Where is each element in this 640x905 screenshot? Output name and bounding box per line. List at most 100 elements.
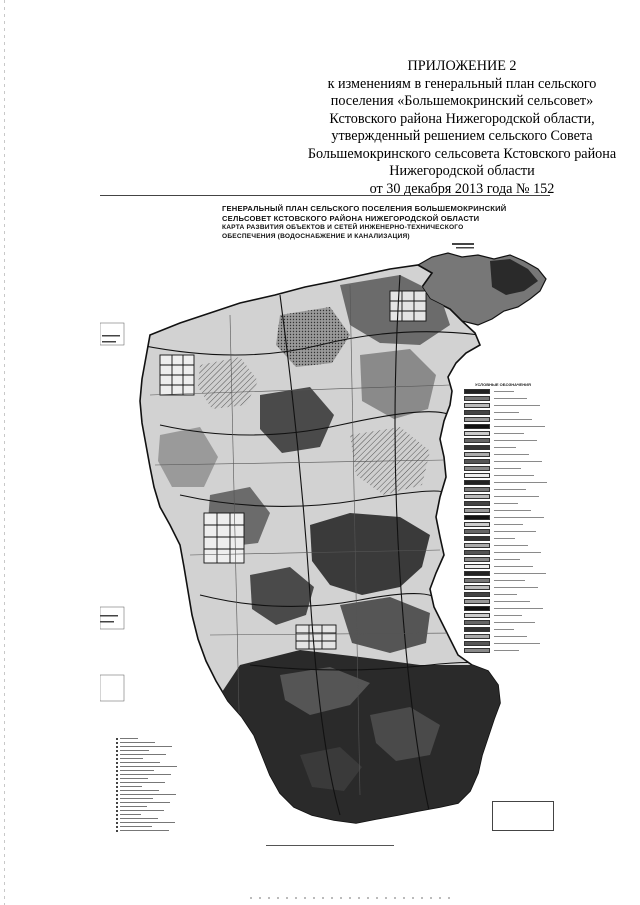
legend-swatch bbox=[464, 480, 490, 485]
legend-row bbox=[458, 396, 550, 401]
list-number-mark bbox=[116, 802, 118, 804]
legend-swatch bbox=[464, 473, 490, 478]
list-text-mark bbox=[120, 746, 172, 748]
map-mid-zone bbox=[280, 667, 370, 715]
legend-row bbox=[458, 480, 550, 485]
legend-swatch bbox=[464, 536, 490, 541]
settlement-grid bbox=[295, 624, 337, 650]
legend-swatch bbox=[464, 599, 490, 604]
legend-text-mark bbox=[494, 454, 529, 455]
legend-swatch bbox=[464, 571, 490, 576]
legend-swatch bbox=[464, 438, 490, 443]
legend-row bbox=[458, 487, 550, 492]
legend-text-mark bbox=[494, 398, 527, 399]
list-text-mark bbox=[120, 742, 155, 744]
legend-row bbox=[458, 515, 550, 520]
list-text-mark bbox=[120, 762, 160, 764]
list-text-mark bbox=[120, 818, 158, 820]
title-block-stamp bbox=[492, 801, 554, 831]
legend-row bbox=[458, 431, 550, 436]
list-text-mark bbox=[120, 778, 148, 780]
settlement-grid bbox=[159, 354, 195, 396]
appendix-line: от 30 декабря 2013 года № 152 bbox=[369, 180, 555, 197]
list-text-mark bbox=[120, 774, 171, 776]
legend-text-mark bbox=[494, 405, 540, 406]
appendix-line: поселения «Большемокринский сельсовет» bbox=[330, 93, 594, 109]
list-number-mark bbox=[116, 782, 118, 784]
legend-row bbox=[458, 613, 550, 618]
legend-row bbox=[458, 564, 550, 569]
legend-swatch bbox=[464, 606, 490, 611]
legend-row bbox=[458, 557, 550, 562]
legend-row bbox=[458, 543, 550, 548]
scan-bottom-artifact bbox=[250, 897, 450, 899]
legend-text-mark bbox=[494, 580, 525, 581]
legend-text-mark bbox=[494, 601, 530, 602]
map-drawing bbox=[100, 243, 547, 824]
legend-text-mark bbox=[494, 524, 523, 525]
sheet-border-top bbox=[100, 195, 550, 196]
legend-text-mark bbox=[494, 636, 527, 637]
legend-text-mark bbox=[494, 440, 537, 441]
legend-text-mark bbox=[494, 447, 516, 448]
legend-row bbox=[458, 438, 550, 443]
list-text-mark bbox=[120, 750, 149, 752]
legend-row bbox=[458, 459, 550, 464]
legend-row bbox=[458, 620, 550, 625]
legend-swatch bbox=[464, 592, 490, 597]
list-number-mark bbox=[116, 814, 118, 816]
legend-text-mark bbox=[494, 433, 524, 434]
scan-edge-artifact bbox=[4, 0, 5, 905]
list-text-mark bbox=[120, 822, 175, 824]
legend-row bbox=[458, 536, 550, 541]
legend-swatch bbox=[464, 508, 490, 513]
legend-swatch bbox=[464, 529, 490, 534]
legend-text-mark bbox=[494, 517, 544, 518]
list-number-mark bbox=[116, 786, 118, 788]
list-number-mark bbox=[116, 810, 118, 812]
map-label-marks bbox=[100, 243, 474, 623]
list-text-mark bbox=[120, 814, 141, 816]
legend-swatch bbox=[464, 445, 490, 450]
map-mid-zone bbox=[250, 567, 314, 625]
legend-text-mark bbox=[494, 566, 533, 567]
list-text-mark bbox=[120, 786, 142, 788]
legend-text-mark bbox=[494, 552, 541, 553]
list-number-mark bbox=[116, 754, 118, 756]
list-number-mark bbox=[116, 826, 118, 828]
legend-text-mark bbox=[494, 650, 519, 651]
legend-swatch bbox=[464, 564, 490, 569]
legend-text-mark bbox=[494, 510, 531, 511]
list-text-mark bbox=[120, 766, 177, 768]
legend-swatch bbox=[464, 515, 490, 520]
side-inset-boxes bbox=[100, 322, 125, 702]
list-number-mark bbox=[116, 750, 118, 752]
legend-swatch bbox=[464, 648, 490, 653]
list-number-mark bbox=[116, 798, 118, 800]
legend-text-mark bbox=[494, 503, 518, 504]
legend-swatch bbox=[464, 557, 490, 562]
map-dark-zone bbox=[260, 387, 334, 453]
legend-row bbox=[458, 571, 550, 576]
legend-swatch bbox=[464, 459, 490, 464]
legend-text-mark bbox=[494, 643, 540, 644]
map-zones bbox=[140, 274, 500, 823]
legend-text-mark bbox=[494, 622, 535, 623]
signature-line bbox=[266, 845, 394, 846]
object-list bbox=[114, 738, 194, 838]
legend bbox=[458, 389, 550, 659]
legend-text-mark bbox=[494, 545, 528, 546]
list-text-mark bbox=[120, 790, 159, 792]
map-subtitle-line: ОБЕСПЕЧЕНИЯ (ВОДОСНАБЖЕНИЕ И КАНАЛИЗАЦИЯ… bbox=[222, 232, 410, 240]
list-number-mark bbox=[116, 830, 118, 832]
list-text-mark bbox=[120, 826, 152, 828]
legend-title: УСЛОВНЫЕ ОБОЗНАЧЕНИЯ bbox=[475, 382, 531, 387]
legend-text-mark bbox=[494, 608, 543, 609]
legend-row bbox=[458, 578, 550, 583]
list-number-mark bbox=[116, 742, 118, 744]
legend-swatch bbox=[464, 410, 490, 415]
legend-row bbox=[458, 592, 550, 597]
list-text-mark bbox=[120, 810, 164, 812]
legend-text-mark bbox=[494, 489, 526, 490]
legend-text-mark bbox=[494, 461, 542, 462]
